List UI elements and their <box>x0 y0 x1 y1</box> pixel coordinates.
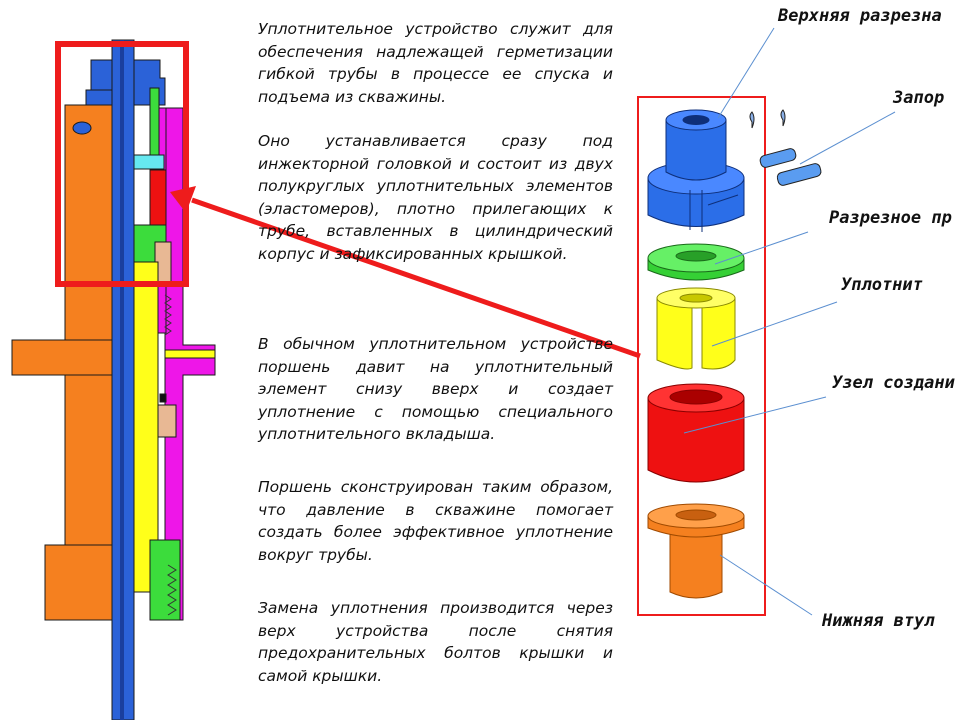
green-strip-lower <box>149 539 181 621</box>
orange-flange <box>11 339 126 376</box>
paragraph-pressure: Поршень сконструирован таким образом, чт… <box>258 478 613 564</box>
black-plug <box>159 393 167 403</box>
piston-part <box>647 383 745 483</box>
label-lock-bolts: Запор <box>893 88 945 108</box>
tan-fitting <box>157 404 177 438</box>
top-split-cap-part <box>647 109 745 232</box>
pipe-shadow <box>120 40 124 720</box>
label-bottom-sleeve: Нижняя втул <box>822 611 935 631</box>
bolt-hole-marker <box>72 121 92 135</box>
pointer-arrow <box>170 186 641 359</box>
paragraph-purpose: Уплотнительное устройство служит для обе… <box>258 20 613 106</box>
highlight-frame <box>55 41 189 287</box>
bottom-sleeve-part <box>647 503 745 599</box>
split-ring-part <box>647 243 745 281</box>
label-split-ring: Разрезное пр <box>829 208 952 228</box>
seal-element-part <box>656 287 736 370</box>
lock-bolts <box>749 109 822 186</box>
green-strip-upper <box>149 87 160 159</box>
cross-section-drawing <box>11 39 216 720</box>
cyan-ring <box>133 154 165 170</box>
label-top-split-cap: Верхняя разрезна <box>778 6 942 26</box>
paragraph-replacement: Замена уплотнения производится через вер… <box>258 599 613 685</box>
yellow-port <box>164 349 216 359</box>
paragraph-construction: Оно устанавливается сразу под инжекторно… <box>258 132 613 263</box>
paragraph-piston: В обычном уплотнительном устройстве порш… <box>258 335 613 444</box>
red-seal-block <box>149 169 167 226</box>
cap-flange-left <box>85 89 113 106</box>
label-pressure-unit: Узел создани <box>832 373 955 393</box>
label-seal-element: Уплотнит <box>841 275 923 295</box>
thread-marks <box>164 294 177 616</box>
leader-lines <box>683 27 896 616</box>
yellow-piston <box>133 261 159 593</box>
